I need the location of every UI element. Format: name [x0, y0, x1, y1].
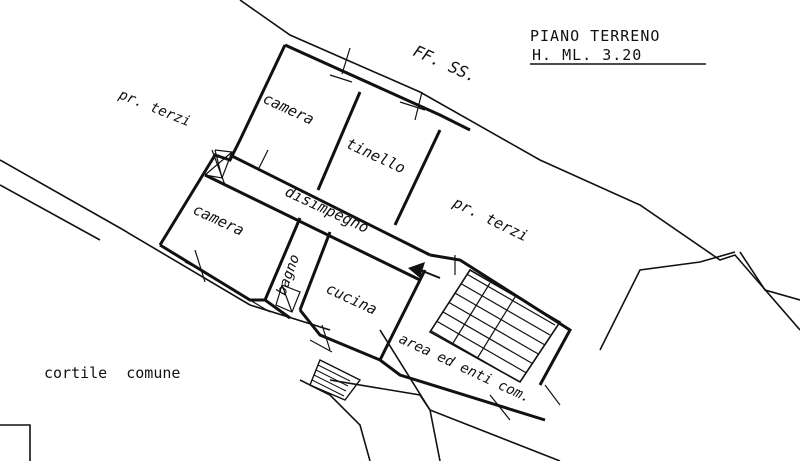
detail-lines [184, 47, 561, 421]
railway-label: FF. SS. [410, 41, 479, 86]
walls [158, 43, 572, 422]
room-camera-left: camera [190, 200, 247, 239]
plan-height: H. ML. 3.20 [532, 46, 642, 64]
staircase [309, 268, 562, 401]
bathroom-fixture [275, 284, 301, 313]
room-tinello: tinello [343, 134, 408, 177]
entry-arrow-icon [408, 262, 441, 279]
room-camera-top: camera [260, 89, 317, 128]
third-party-right-label: pr. terzi [449, 193, 531, 245]
third-party-left-label: pr. terzi [116, 86, 193, 130]
plan-title: PIANO TERRENO [530, 27, 660, 45]
room-cucina: cucina [323, 279, 380, 318]
courtyard-label: cortile comune [44, 364, 180, 382]
room-bagno: bagno [274, 252, 303, 297]
